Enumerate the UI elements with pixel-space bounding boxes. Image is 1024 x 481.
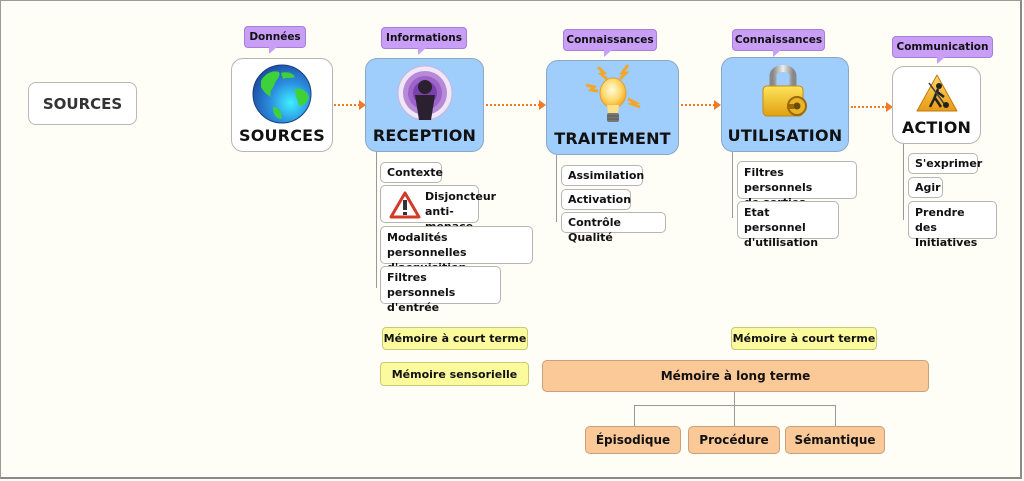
- node-sources[interactable]: SOURCES: [231, 58, 333, 152]
- action-child-label: Prendre des: [915, 206, 965, 234]
- lightbulb-icon: [585, 64, 641, 122]
- utilisation-tree-line: [732, 152, 733, 218]
- memory-semantique[interactable]: Sémantique: [785, 426, 885, 454]
- utilisation-child-filtres-sorties[interactable]: Filtres personnels de sorties: [737, 161, 857, 209]
- memory-long-term-label: Mémoire à long terme: [660, 369, 811, 383]
- sources-standalone-label: SOURCES: [42, 94, 123, 113]
- long-term-connector-bar: [634, 405, 836, 406]
- action-child-prendre-initiatives[interactable]: Prendre des Initiatives: [908, 201, 997, 249]
- utilisation-child-label: Etat personnel: [744, 206, 806, 234]
- memory-episodique-label: Épisodique: [595, 433, 671, 447]
- callout-informations: Informations: [381, 27, 467, 55]
- action-child-sexprimer[interactable]: S'exprimer: [908, 153, 982, 174]
- reception-tree-line: [376, 152, 377, 288]
- node-action[interactable]: ACTION: [892, 66, 981, 144]
- traitement-child-activation[interactable]: Activation: [561, 189, 631, 210]
- action-child-label: Initiatives: [915, 236, 978, 249]
- reception-child-label: Disjoncteur: [425, 190, 497, 203]
- long-term-connector-stem: [734, 392, 735, 405]
- warning-icon: [389, 191, 421, 219]
- arrow-reception-traitement: [486, 100, 546, 110]
- memory-sensory-label: Mémoire sensorielle: [391, 367, 518, 381]
- long-term-connector-right: [835, 405, 836, 426]
- traitement-child-label: Contrôle Qualité: [568, 216, 621, 244]
- worker-warning-icon: [916, 74, 957, 112]
- node-reception[interactable]: RECEPTION: [365, 58, 484, 152]
- memory-procedure[interactable]: Procédure: [688, 426, 780, 454]
- arrow-sources-reception: [334, 100, 366, 110]
- arrow-utilisation-action: [851, 102, 893, 112]
- utilisation-child-label: Filtres personnels: [744, 166, 813, 194]
- action-child-label: S'exprimer: [915, 157, 983, 170]
- reception-child-disjoncteur[interactable]: Disjoncteur anti-menace: [380, 185, 497, 233]
- reception-child-filtres-entree[interactable]: Filtres personnels d'entrée: [380, 266, 501, 314]
- action-tree-line: [903, 144, 904, 220]
- node-utilisation[interactable]: UTILISATION: [721, 57, 849, 152]
- action-child-agir[interactable]: Agir: [908, 177, 943, 198]
- traitement-child-label: Activation: [568, 193, 632, 206]
- utilisation-child-etat-personnel[interactable]: Etat personnel d'utilisation: [737, 201, 839, 249]
- callout-connaissances-label: Connaissances: [734, 34, 823, 46]
- callout-connaissances-1: Connaissances: [563, 29, 657, 57]
- reception-child-label: Contexte: [387, 166, 443, 179]
- memory-semantique-label: Sémantique: [794, 433, 876, 447]
- reception-child-modalites[interactable]: Modalités personnelles d'acquisition: [380, 226, 533, 274]
- traitement-tree-line: [556, 155, 557, 222]
- action-child-label: Agir: [915, 181, 941, 194]
- memory-short-term-right[interactable]: Mémoire à court terme: [731, 327, 877, 350]
- callout-donnees-label: Données: [249, 31, 301, 43]
- callout-informations-label: Informations: [386, 32, 462, 44]
- memory-episodique[interactable]: Épisodique: [585, 426, 681, 454]
- node-utilisation-title: UTILISATION: [727, 126, 843, 145]
- podcast-icon: [397, 65, 452, 121]
- padlock-icon: [762, 65, 807, 117]
- arrow-traitement-utilisation: [681, 100, 721, 110]
- callout-communication-label: Communication: [896, 41, 989, 53]
- reception-child-label: d'entrée: [387, 301, 440, 314]
- memory-short-term-left-label: Mémoire à court terme: [383, 332, 527, 345]
- long-term-connector-left: [634, 405, 635, 426]
- traitement-child-controle-qualite[interactable]: Contrôle Qualité: [561, 212, 666, 244]
- reception-child-contexte[interactable]: Contexte: [380, 162, 443, 183]
- utilisation-child-label: d'utilisation: [744, 236, 819, 249]
- memory-procedure-label: Procédure: [699, 433, 769, 447]
- traitement-child-assimilation[interactable]: Assimilation: [561, 165, 645, 186]
- globe-icon: [252, 64, 312, 124]
- callout-donnees: Données: [244, 26, 306, 54]
- node-sources-title: SOURCES: [238, 126, 326, 145]
- node-reception-title: RECEPTION: [372, 126, 477, 145]
- reception-child-label: Modalités personnelles: [387, 231, 467, 259]
- memory-long-term[interactable]: Mémoire à long terme: [542, 360, 929, 392]
- memory-sensory[interactable]: Mémoire sensorielle: [380, 362, 529, 386]
- callout-communication: Communication: [892, 36, 993, 64]
- sources-standalone-box[interactable]: SOURCES: [28, 82, 137, 125]
- memory-short-term-right-label: Mémoire à court terme: [732, 332, 876, 345]
- callout-connaissances-label: Connaissances: [566, 34, 654, 46]
- memory-short-term-left[interactable]: Mémoire à court terme: [382, 327, 528, 350]
- reception-child-label: Filtres personnels: [387, 271, 456, 299]
- traitement-child-label: Assimilation: [568, 169, 645, 182]
- node-traitement-title: TRAITEMENT: [554, 129, 671, 148]
- long-term-connector-mid: [734, 405, 735, 426]
- node-traitement[interactable]: TRAITEMENT: [546, 60, 679, 155]
- node-action-title: ACTION: [901, 118, 972, 137]
- callout-connaissances-2: Connaissances: [732, 29, 825, 57]
